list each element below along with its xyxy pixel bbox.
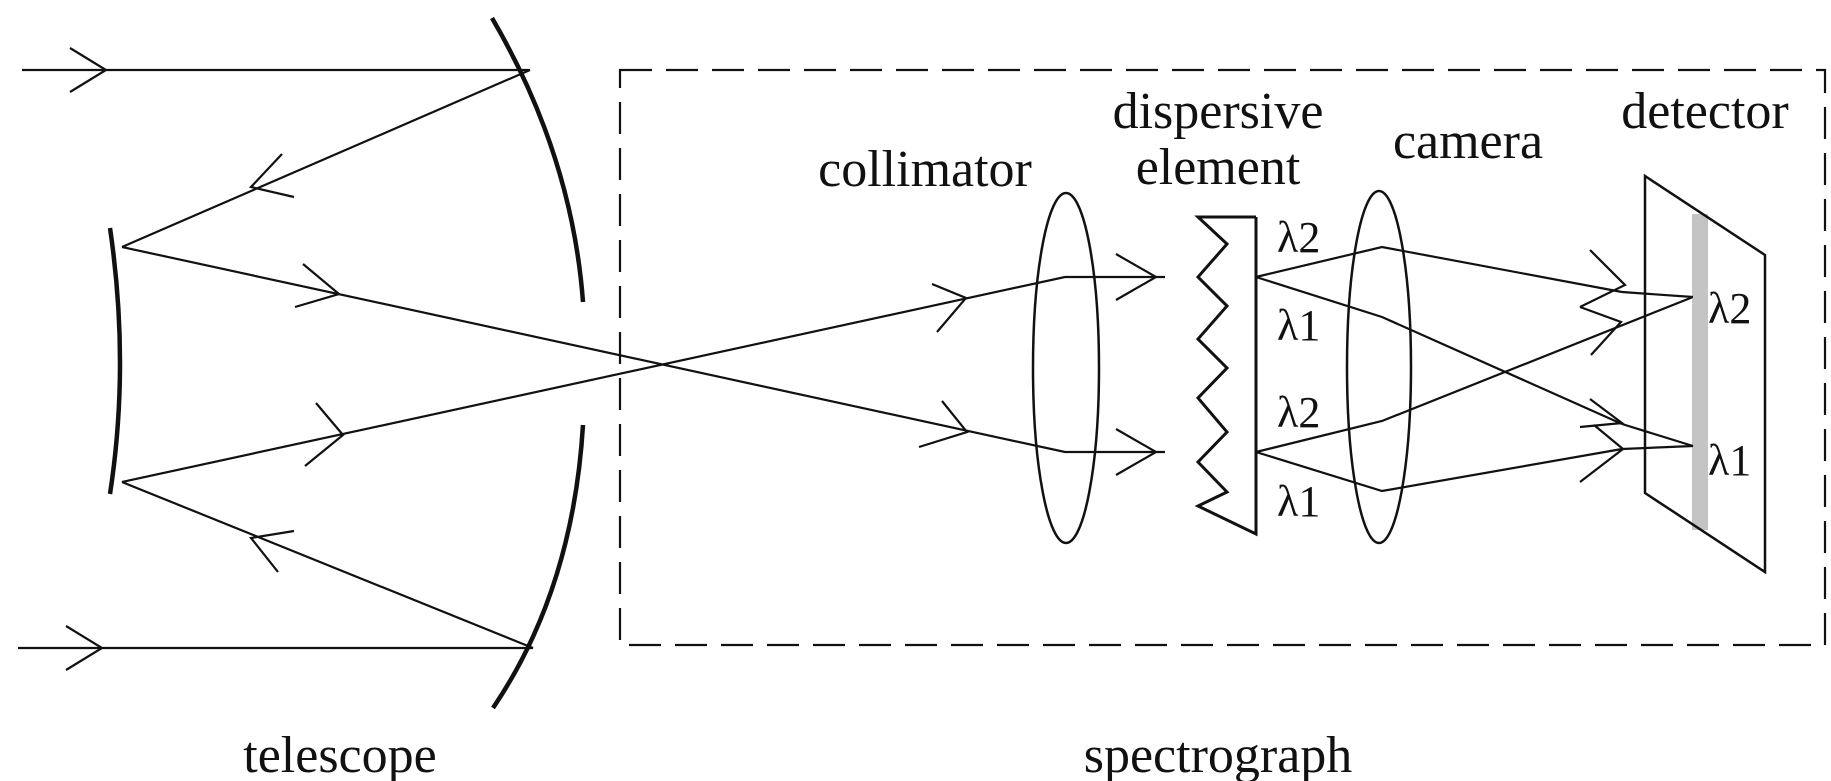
incoming-ray-bottom-arrow <box>65 625 105 671</box>
collimated-ray-lower-arrow <box>1115 428 1159 476</box>
ray-secondary-to-collimator-b-arrow2 <box>931 282 968 333</box>
wavelength-label-lambda2-bottom: λ2 <box>1277 388 1320 437</box>
dispersed-ray-lower-lambda1 <box>1255 447 1623 493</box>
spectrograph-boundary <box>618 68 1827 647</box>
ray-primary-to-secondary-bottom <box>121 480 534 650</box>
detector-focus-ray-lambda2 <box>1621 290 1694 299</box>
primary-mirror-lower <box>491 424 586 710</box>
wavelength-label-lambda1-top: λ1 <box>1277 301 1320 350</box>
collimator-lens <box>1031 191 1101 545</box>
ray-primary-to-secondary-top <box>121 68 531 249</box>
wavelength-label-lambda1-bottom: λ1 <box>1277 477 1320 526</box>
ray-primary-to-secondary-top-arrow <box>248 153 295 199</box>
ray-secondary-to-collimator-b <box>121 275 1165 484</box>
detector-lambda1-label: λ1 <box>1708 436 1751 485</box>
dispersive-label: dispersive <box>1113 83 1324 140</box>
dispersive-element <box>1194 215 1258 537</box>
detector-plane <box>1643 173 1767 575</box>
camera-lens <box>1345 189 1413 545</box>
spectrograph-label: spectrograph <box>1084 727 1353 781</box>
collimator-label: collimator <box>818 141 1032 198</box>
camera-label: camera <box>1393 113 1543 170</box>
primary-mirror-upper <box>490 16 586 303</box>
ray-secondary-to-collimator-a <box>121 245 1165 454</box>
collimated-ray-upper-arrow <box>1115 253 1159 301</box>
ray-secondary-to-collimator-b-arrow1 <box>304 402 345 467</box>
focused-ray-arrow-2 <box>1579 305 1623 356</box>
focused-ray-arrow-3 <box>1579 398 1625 429</box>
ray-primary-to-secondary-bottom-arrow <box>248 529 295 573</box>
incoming-ray-top-arrow <box>69 47 109 93</box>
wavelength-label-lambda2-top: λ2 <box>1277 213 1320 262</box>
dispersed-ray-lower-lambda2 <box>1255 295 1694 454</box>
ray-secondary-to-collimator-a-arrow1 <box>294 263 342 309</box>
focused-ray-arrow-1 <box>1579 249 1627 308</box>
detector-label: detector <box>1621 83 1788 140</box>
telescope-label: telescope <box>243 727 436 781</box>
dispersed-ray-upper-lambda1 <box>1255 275 1623 426</box>
detector-lambda2-label: λ2 <box>1708 284 1751 333</box>
element-label: element <box>1136 139 1301 196</box>
secondary-mirror <box>107 227 123 495</box>
ray-secondary-to-collimator-a-arrow2 <box>918 400 969 449</box>
detector-focus-ray-cross-a <box>1621 422 1694 448</box>
dispersed-ray-upper-lambda2 <box>1255 245 1623 294</box>
detector-focus-ray-lambda1 <box>1621 444 1694 451</box>
